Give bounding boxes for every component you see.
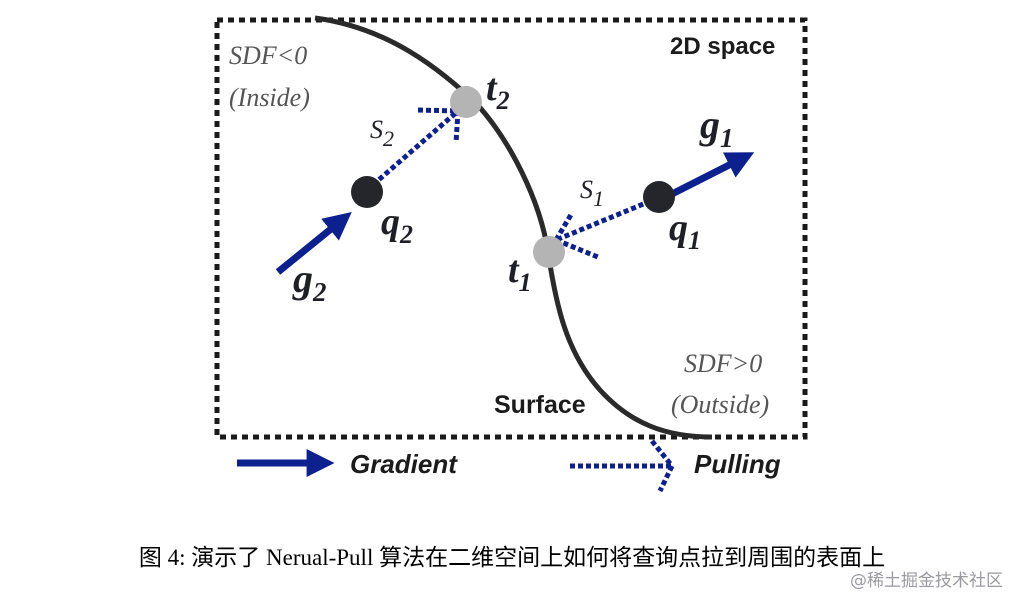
- label-q1: q1: [669, 207, 701, 255]
- pull-path-q1: [555, 195, 659, 243]
- label-q2: q2: [381, 201, 413, 249]
- space-label: 2D space: [670, 33, 775, 60]
- inside-label-line2: (Inside): [229, 83, 310, 112]
- legend-gradient-label: Gradient: [350, 449, 458, 479]
- label-t1: t1: [508, 249, 532, 297]
- surface-point-t1: [533, 236, 565, 268]
- surface-point-t2: [450, 86, 482, 118]
- pull-path-q2: [365, 109, 460, 192]
- surface-curve: [314, 15, 713, 440]
- query-point-q1: [643, 181, 675, 213]
- legend-pulling-head-a: [650, 439, 674, 468]
- watermark: @稀土掘金技术社区: [850, 571, 1003, 591]
- gradient-arrow-g1: [670, 152, 755, 198]
- figure-caption: 图 4: 演示了 Nerual-Pull 算法在二维空间上如何将查询点拉到周围的…: [138, 545, 886, 570]
- outside-label-line2: (Outside): [671, 390, 769, 419]
- label-t2: t2: [486, 67, 510, 115]
- pull-path-q2-head-a: [417, 107, 459, 114]
- label-s1: S1: [580, 175, 604, 211]
- pull-path-q2-head-b: [453, 110, 461, 144]
- legend-pulling-head-b: [657, 464, 675, 493]
- pull-path-q1-head-a: [553, 211, 575, 242]
- label-g1: g1: [699, 102, 734, 153]
- surface-label: Surface: [494, 391, 586, 419]
- gradient-arrow-g2: [275, 212, 352, 275]
- query-point-q2: [351, 176, 383, 208]
- inside-label-line1: SDF<0: [229, 41, 307, 70]
- outside-label-line1: SDF>0: [684, 349, 762, 378]
- legend-pulling-label: Pulling: [694, 449, 781, 479]
- label-s2: S2: [370, 115, 394, 151]
- label-g2: g2: [292, 256, 327, 307]
- space-frame: [214, 17, 808, 440]
